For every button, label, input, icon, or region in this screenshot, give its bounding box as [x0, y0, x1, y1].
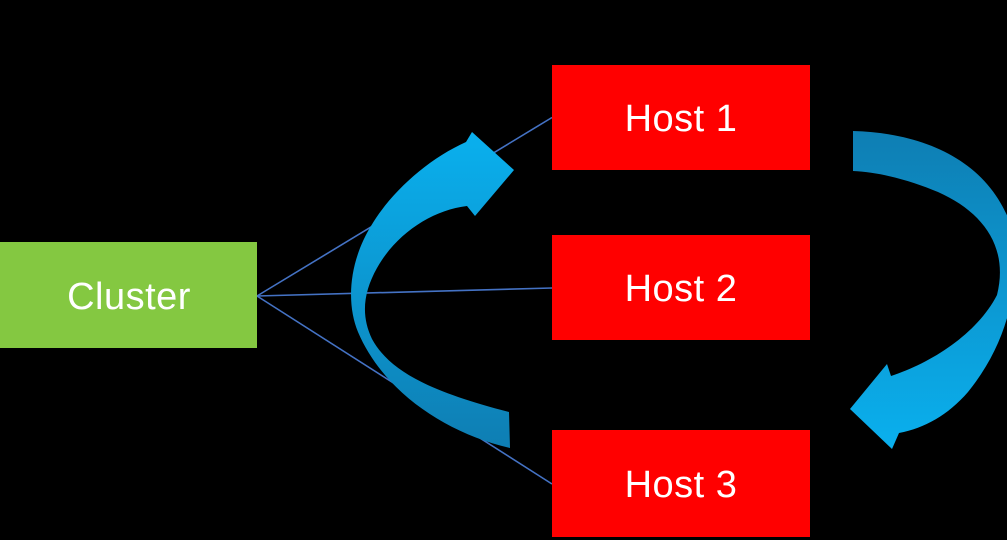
host1-label: Host 1	[625, 98, 738, 140]
host3-label: Host 3	[625, 464, 738, 506]
host2-label: Host 2	[625, 268, 738, 310]
cluster-label: Cluster	[67, 276, 191, 318]
host3-node	[552, 430, 810, 537]
connector-cluster-host2	[256, 287, 553, 297]
host1-node	[552, 65, 810, 170]
host2-node	[552, 235, 810, 340]
cycle-arrow-up-icon	[351, 132, 514, 448]
cluster-node	[0, 242, 257, 348]
cycle-arrow-down-icon	[850, 131, 1007, 449]
